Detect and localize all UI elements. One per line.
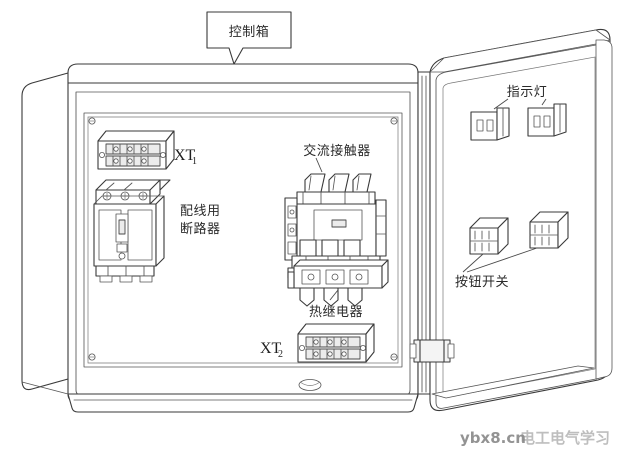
xt1-label: XT: [174, 147, 196, 164]
door-latch[interactable]: [409, 339, 455, 363]
thermal-relay-label: 热继电器: [309, 305, 363, 320]
cabinet-base-left-edge: [21, 381, 69, 395]
terminal-block-xt1[interactable]: XT 1: [97, 130, 197, 170]
cabinet-base: [67, 393, 419, 413]
contactor-label: 交流接触器: [303, 143, 371, 159]
breaker-label-line1: 配线用: [180, 204, 221, 219]
indicator-lamp-label: 指示灯: [507, 85, 548, 100]
cable-knockout-shade: [299, 381, 321, 386]
thermal-relay[interactable]: 热继电器: [287, 259, 389, 320]
ac-contactor[interactable]: 交流接触器: [284, 143, 387, 279]
cable-knockout: [298, 379, 322, 391]
door-bottom-edge: [431, 365, 595, 399]
title-callout-label: 控制箱: [229, 24, 270, 40]
push-button-1[interactable]: [469, 217, 509, 255]
mounting-screws: [88, 117, 398, 361]
circuit-breaker-mccb[interactable]: 配线用 断路器: [93, 179, 221, 283]
xt2-label-sub: 2: [278, 349, 283, 360]
push-button-2[interactable]: [529, 211, 569, 249]
breaker-label-line2: 断路器: [180, 221, 221, 237]
xt1-label-sub: 1: [192, 156, 197, 167]
terminal-block-xt2[interactable]: XT 2: [260, 323, 375, 363]
push-button-label: 按钮开关: [455, 275, 509, 290]
xt2-label: XT: [260, 340, 282, 357]
cabinet-door: 指示灯 按钮开关: [409, 28, 613, 412]
watermark: ybx8.cn 电工电气学习: [460, 429, 610, 447]
indicator-lamp-callout: 指示灯: [493, 85, 548, 110]
door-outer-rail: [595, 39, 613, 380]
watermark-text: 电工电气学习: [520, 429, 610, 447]
mounting-plate-edge: [87, 116, 399, 364]
title-callout: 控制箱: [206, 11, 292, 65]
indicator-lamp-1[interactable]: [470, 107, 510, 141]
cabinet-top-rim: [67, 63, 419, 84]
watermark-site: ybx8.cn: [460, 429, 526, 447]
door-top-edge: [429, 29, 611, 73]
door-hinge-lines: [421, 75, 427, 393]
push-button-callout: 按钮开关: [455, 247, 538, 290]
indicator-lamp-2[interactable]: [527, 103, 567, 137]
